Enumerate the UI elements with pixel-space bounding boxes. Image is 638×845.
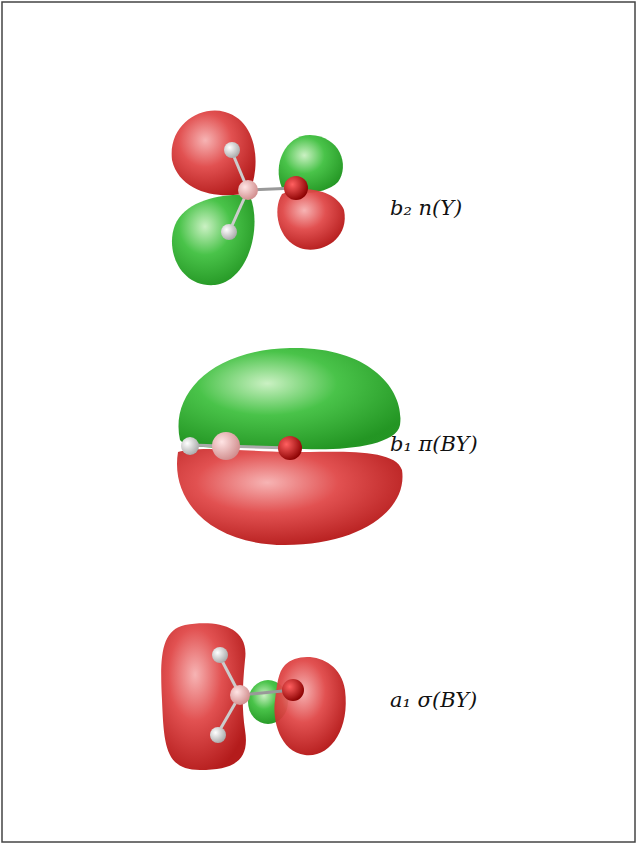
orbital-label: b₂ n(Y) [390, 196, 462, 220]
orbital-b1 [177, 348, 403, 545]
orbital-label: b₁ π(BY) [390, 432, 478, 456]
orbital-b2 [172, 111, 345, 286]
orbital-label: a₁ σ(BY) [390, 688, 477, 712]
orbital-a1 [161, 623, 346, 770]
